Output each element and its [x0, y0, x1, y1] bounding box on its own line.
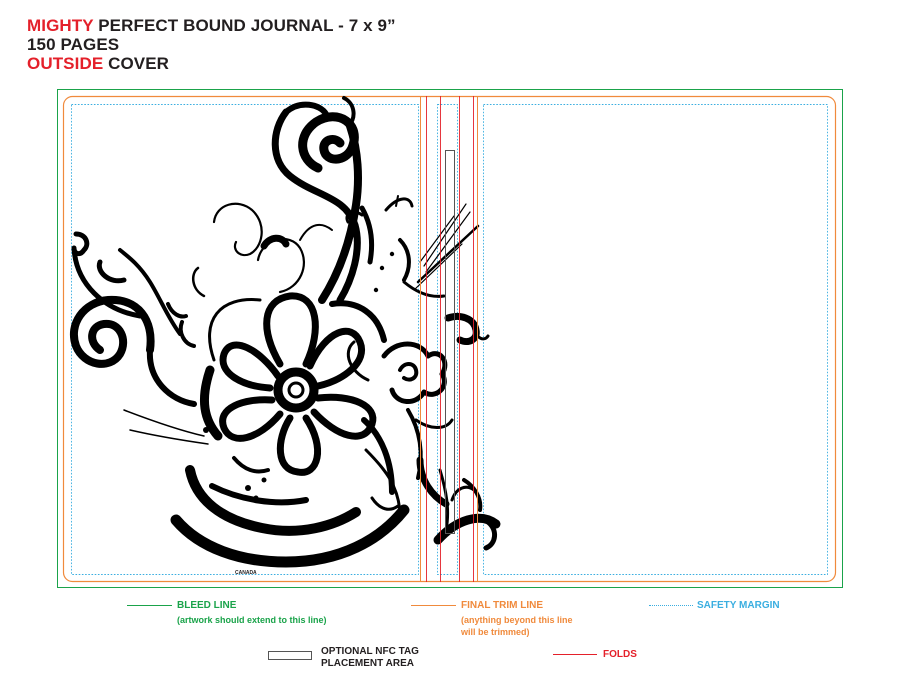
- nfc-placement-area: [445, 150, 455, 534]
- trim-line: [62, 95, 837, 583]
- bleed-line: [57, 89, 843, 588]
- nfc-label-1: OPTIONAL NFC TAG: [321, 646, 419, 657]
- title-product: PERFECT BOUND JOURNAL - 7 x 9”: [93, 16, 396, 35]
- folds-swatch: [553, 654, 597, 655]
- safety-swatch: [649, 605, 693, 606]
- bleed-swatch: [127, 605, 172, 606]
- safety-label: SAFETY MARGIN: [697, 600, 780, 611]
- artwork-dots: [203, 251, 395, 501]
- fold-lines: [426, 96, 474, 582]
- nfc-label-2: PLACEMENT AREA: [321, 658, 414, 669]
- floral-swirl-artwork: [70, 96, 501, 568]
- title-line-3: OUTSIDE COVER: [27, 54, 396, 73]
- canada-label: CANADA: [235, 570, 257, 576]
- trim-sublabel-1: (anything beyond this line: [461, 615, 573, 625]
- title-accent-outside: OUTSIDE: [27, 54, 104, 73]
- nfc-swatch: [268, 651, 312, 660]
- bleed-label: BLEED LINE: [177, 600, 237, 611]
- trim-label: FINAL TRIM LINE: [461, 600, 544, 611]
- safety-margin-front: [483, 104, 828, 575]
- bleed-sublabel: (artwork should extend to this line): [177, 615, 327, 625]
- title-line-1: MIGHTY PERFECT BOUND JOURNAL - 7 x 9”: [27, 16, 396, 35]
- trim-sublabel-2: will be trimmed): [461, 627, 530, 637]
- folds-label: FOLDS: [603, 649, 637, 660]
- spine-trim-lines: [420, 96, 478, 582]
- trim-swatch: [411, 605, 456, 606]
- title-cover: COVER: [103, 54, 170, 73]
- title-block: MIGHTY PERFECT BOUND JOURNAL - 7 x 9” 15…: [27, 16, 396, 73]
- safety-margin-spine: [437, 104, 458, 575]
- title-line-2: 150 PAGES: [27, 35, 120, 54]
- title-accent-mighty: MIGHTY: [27, 16, 94, 35]
